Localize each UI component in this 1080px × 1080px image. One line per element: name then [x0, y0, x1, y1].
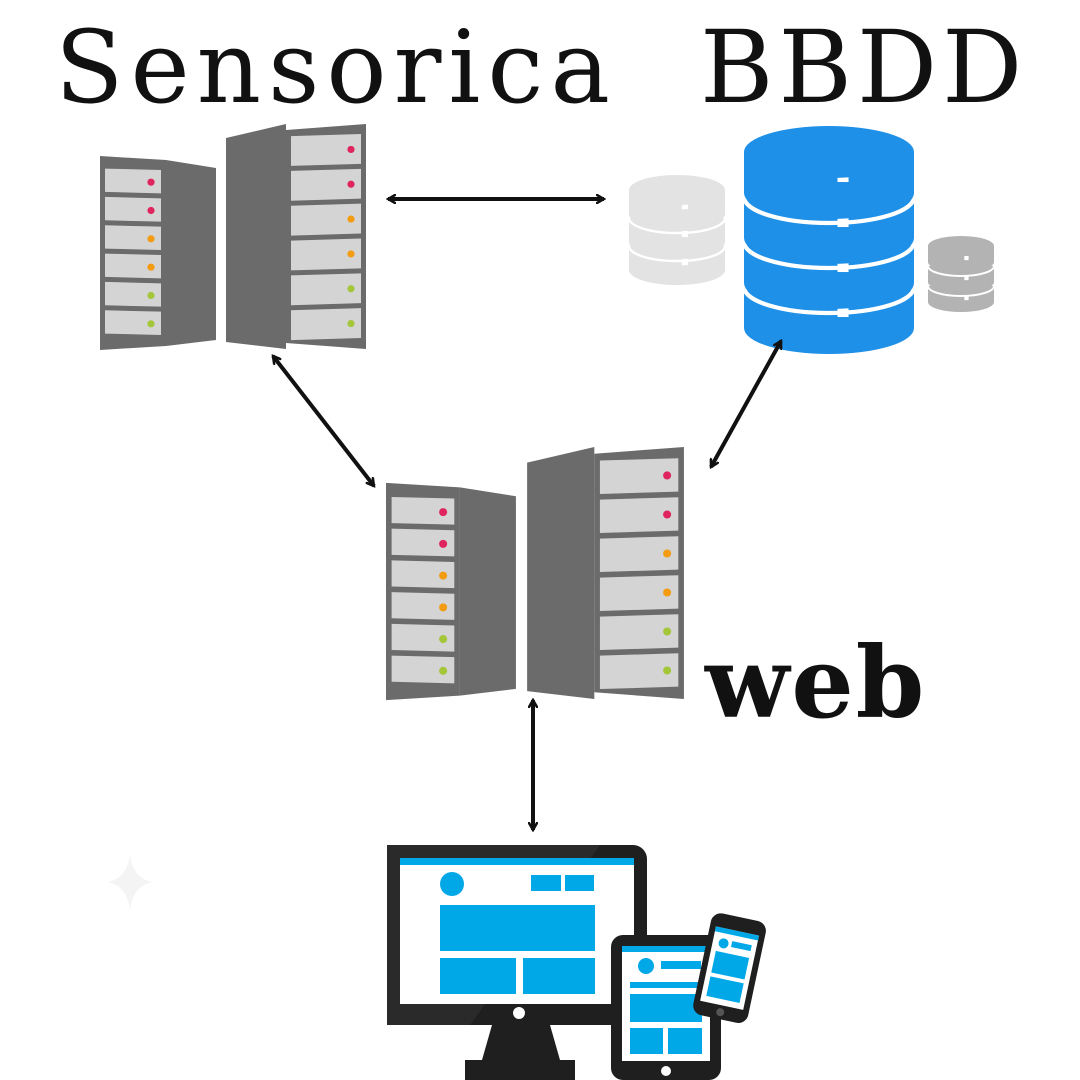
status-led-icon: [439, 603, 448, 612]
status-led-icon: [663, 549, 672, 558]
status-led-icon: [347, 319, 355, 328]
status-led-icon: [663, 588, 672, 597]
status-led-icon: [147, 235, 155, 243]
status-led-icon: [663, 510, 672, 519]
arrow-db-web: [709, 341, 783, 467]
server-slot: [105, 253, 161, 279]
sensor-server-icon: [100, 124, 366, 350]
database-stack-icon: [627, 126, 995, 354]
web-server-icon: [386, 447, 684, 701]
server-slot: [599, 458, 679, 494]
sparkle-icon: [108, 855, 152, 910]
server-slot: [391, 496, 455, 525]
status-led-icon: [439, 571, 448, 580]
server-slot: [105, 196, 161, 222]
server-slot: [291, 238, 361, 271]
status-led-icon: [347, 285, 355, 293]
server-slot: [291, 273, 361, 306]
status-led-icon: [663, 627, 672, 636]
arrow-sensor-web: [271, 356, 376, 486]
status-led-icon: [439, 635, 448, 644]
server-slot: [105, 281, 161, 307]
database-small-light-icon: [627, 175, 727, 285]
sensorica-label: Sensorica: [55, 9, 618, 126]
status-led-icon: [347, 180, 355, 188]
web-label: web: [705, 626, 927, 741]
database-small-grey-icon: [927, 236, 995, 312]
status-led-icon: [347, 215, 355, 223]
status-led-icon: [439, 666, 448, 675]
monitor-icon: [387, 845, 647, 1080]
database-main-icon: [741, 126, 917, 354]
status-led-icon: [347, 250, 355, 258]
status-led-icon: [663, 471, 672, 480]
status-led-icon: [147, 178, 155, 186]
status-led-icon: [347, 145, 355, 154]
server-slot: [391, 560, 455, 589]
status-led-icon: [147, 206, 155, 215]
status-led-icon: [147, 320, 155, 328]
server-slot: [391, 655, 455, 684]
responsive-devices-icon: [387, 845, 766, 1080]
server-slot: [105, 168, 161, 194]
status-led-icon: [439, 539, 448, 548]
phone-icon: [693, 913, 766, 1023]
server-slot: [599, 653, 679, 690]
tablet-icon: [611, 935, 721, 1080]
server-slot: [599, 575, 679, 612]
server-slot: [105, 310, 161, 335]
server-slot: [599, 614, 679, 651]
server-slot: [391, 528, 455, 557]
status-led-icon: [663, 666, 672, 675]
status-led-icon: [147, 263, 155, 271]
server-slot: [291, 168, 361, 201]
server-slot: [291, 308, 361, 341]
server-slot: [599, 497, 679, 533]
server-slot: [105, 225, 161, 250]
server-slot: [391, 623, 455, 652]
status-led-icon: [147, 291, 155, 300]
server-slot: [291, 203, 361, 236]
server-slot: [599, 536, 679, 572]
bbdd-label: BBDD: [700, 9, 1028, 126]
server-slot: [291, 134, 361, 166]
status-led-icon: [439, 508, 448, 517]
server-slot: [391, 592, 455, 620]
